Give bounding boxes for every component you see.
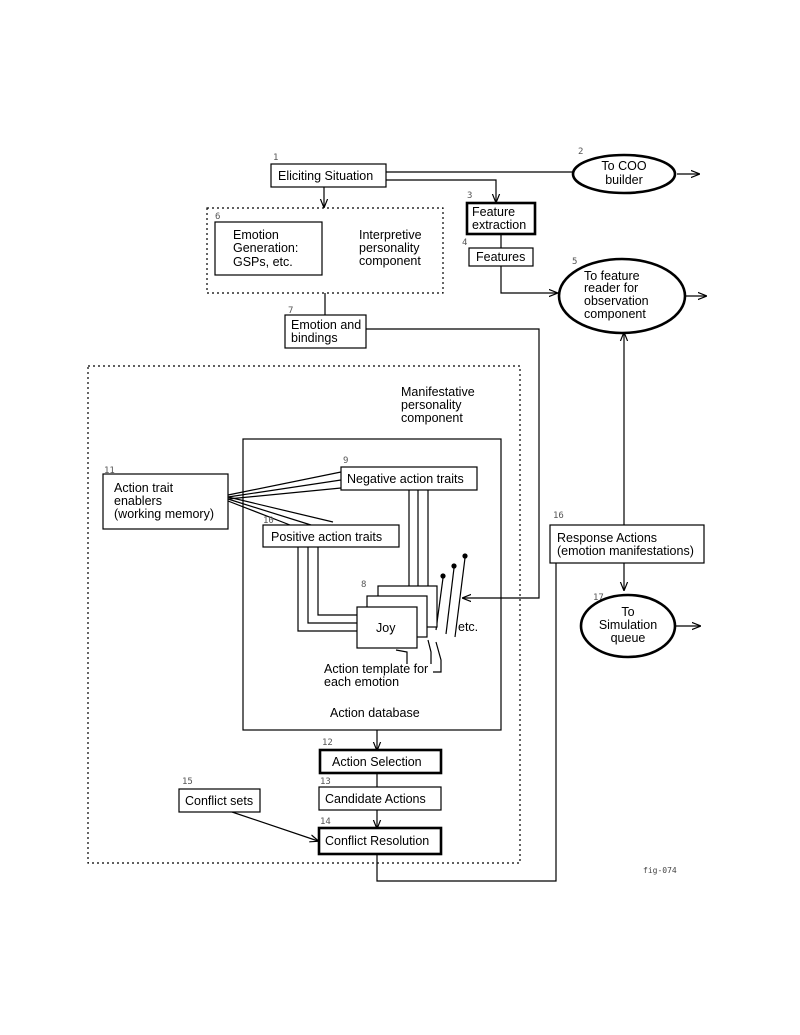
svg-text:builder: builder (605, 173, 643, 187)
node-feature-extraction: 3 Feature extraction (465, 191, 537, 236)
node-coo-builder: 2 To COO builder (571, 147, 677, 195)
template-etc-label: etc. (458, 620, 478, 634)
figure-id: fig-074 (643, 866, 677, 875)
svg-text:Emotion: Emotion (233, 228, 279, 242)
node-emotion-generation: 6 Emotion Generation: GSPs, etc. (214, 212, 323, 276)
svg-text:Positive action traits: Positive action traits (271, 530, 382, 544)
svg-text:Response Actions: Response Actions (557, 531, 657, 545)
arrow-conflict-sets-to-resolution (231, 811, 318, 841)
ellipsis-dot (462, 553, 468, 559)
template-joy-label: Joy (376, 621, 396, 635)
svg-text:(working memory): (working memory) (114, 507, 214, 521)
svg-text:To COO: To COO (601, 159, 646, 173)
svg-text:1: 1 (273, 153, 278, 163)
svg-text:To: To (621, 605, 634, 619)
svg-text:Generation:: Generation: (233, 241, 298, 255)
svg-text:16: 16 (553, 511, 564, 521)
node-simulation-queue: 17 To Simulation queue (579, 593, 677, 659)
arrow-bindings-to-templates (366, 328, 540, 598)
svg-text:10: 10 (263, 516, 274, 526)
interpretive-component-label: Interpretive personality component (359, 228, 422, 268)
svg-text:9: 9 (343, 456, 348, 466)
ellipsis-dot (440, 573, 446, 579)
svg-text:Simulation: Simulation (599, 618, 657, 632)
svg-text:11: 11 (104, 466, 115, 476)
node-response-actions: 16 Response Actions (emotion manifestati… (549, 511, 705, 564)
svg-text:Feature: Feature (472, 205, 515, 219)
svg-text:(emotion manifestations): (emotion manifestations) (557, 544, 694, 558)
svg-text:3: 3 (467, 191, 472, 201)
svg-text:Candidate Actions: Candidate Actions (325, 792, 426, 806)
node-action-templates: 8 Joy etc. Action template for each emot… (324, 580, 478, 689)
manifestative-component-region (87, 365, 521, 864)
svg-text:Conflict sets: Conflict sets (185, 794, 253, 808)
manifestative-component-label: Manifestative personality component (401, 385, 475, 425)
svg-text:component: component (359, 254, 421, 268)
svg-text:Action Selection: Action Selection (332, 755, 422, 769)
node-features: 4 Features (462, 238, 534, 267)
node-eliciting-situation: 1 Eliciting Situation (270, 153, 387, 188)
node-positive-action-traits: 10 Positive action traits (262, 516, 400, 548)
svg-text:enablers: enablers (114, 494, 162, 508)
svg-text:reader for: reader for (584, 281, 638, 295)
node-conflict-resolution: 14 Conflict Resolution (317, 817, 443, 856)
arrow-eliciting-to-feature-extraction (386, 179, 496, 202)
svg-text:observation: observation (584, 294, 649, 308)
node-emotion-bindings: 7 Emotion and bindings (284, 306, 367, 349)
svg-text:7: 7 (288, 306, 293, 316)
svg-text:15: 15 (182, 777, 193, 787)
svg-text:personality: personality (401, 398, 462, 412)
svg-text:extraction: extraction (472, 218, 526, 232)
svg-text:8: 8 (361, 580, 366, 590)
arrow-features-to-reader (500, 266, 557, 293)
svg-text:GSPs, etc.: GSPs, etc. (233, 255, 293, 269)
svg-text:Negative action traits: Negative action traits (347, 472, 464, 486)
node-action-trait-enablers: 11 Action trait enablers (working memory… (102, 466, 229, 530)
svg-text:12: 12 (322, 738, 333, 748)
connectors (227, 172, 706, 882)
svg-text:Interpretive: Interpretive (359, 228, 422, 242)
node-candidate-actions: 13 Candidate Actions (318, 777, 442, 811)
svg-text:Eliciting Situation: Eliciting Situation (278, 169, 373, 183)
action-database-label: Action database (330, 706, 420, 720)
svg-text:Emotion and: Emotion and (291, 318, 361, 332)
svg-text:5: 5 (572, 257, 577, 267)
svg-text:Manifestative: Manifestative (401, 385, 475, 399)
svg-text:4: 4 (462, 238, 467, 248)
node-action-selection: 12 Action Selection (318, 738, 443, 775)
svg-text:Features: Features (476, 250, 525, 264)
node-conflict-sets: 15 Conflict sets (178, 777, 261, 813)
svg-text:Action template for: Action template for (324, 662, 428, 676)
svg-text:Conflict Resolution: Conflict Resolution (325, 834, 429, 848)
ellipsis-dot (451, 563, 457, 569)
svg-text:component: component (584, 307, 646, 321)
svg-text:To feature: To feature (584, 269, 640, 283)
svg-text:14: 14 (320, 817, 331, 827)
svg-text:6: 6 (215, 212, 220, 222)
svg-text:queue: queue (611, 631, 646, 645)
svg-text:13: 13 (320, 777, 331, 787)
svg-text:bindings: bindings (291, 331, 338, 345)
svg-text:component: component (401, 411, 463, 425)
svg-text:personality: personality (359, 241, 420, 255)
node-negative-action-traits: 9 Negative action traits (340, 456, 478, 491)
svg-text:Action trait: Action trait (114, 481, 174, 495)
line-resolution-to-response (376, 563, 557, 882)
svg-text:17: 17 (593, 593, 604, 603)
svg-text:2: 2 (578, 147, 583, 157)
svg-text:each emotion: each emotion (324, 675, 399, 689)
node-feature-reader: 5 To feature reader for observation comp… (557, 257, 687, 335)
